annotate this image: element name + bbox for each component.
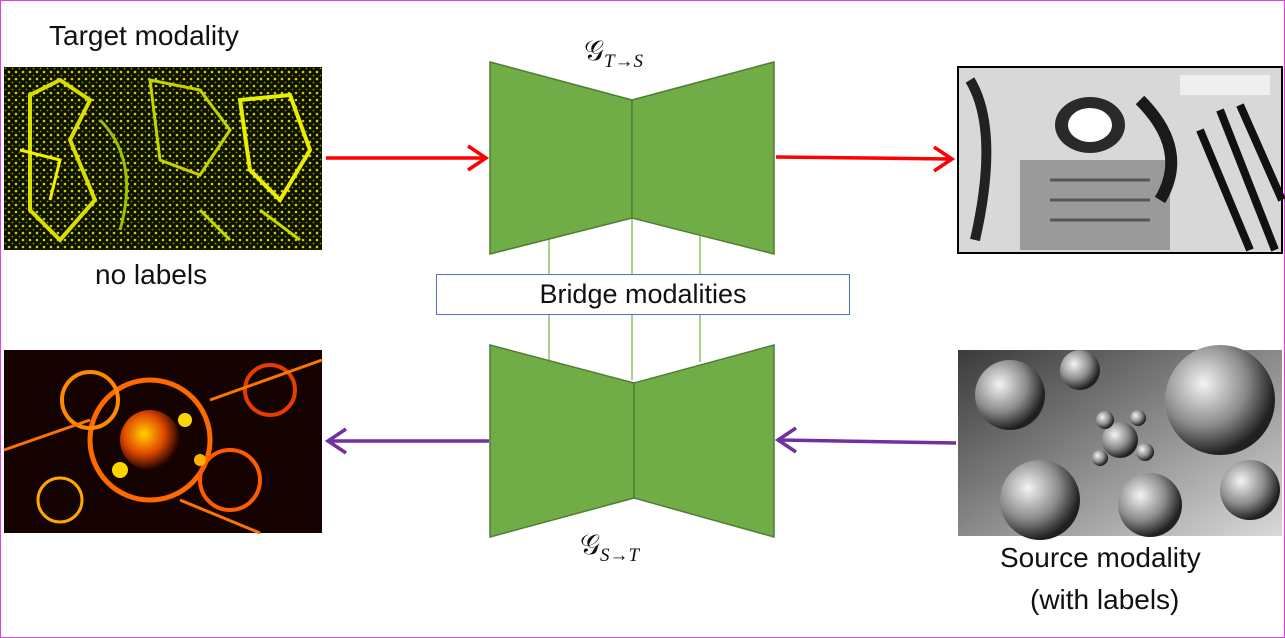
source-fractal-image — [958, 345, 1282, 540]
with-labels-label: (with labels) — [1030, 584, 1180, 615]
source-modality-label: Source modality — [1000, 542, 1201, 573]
arrow-generator-to-fractal-output — [324, 427, 489, 455]
translated-grayscale-image — [957, 66, 1285, 254]
generator-t-to-s — [489, 61, 775, 255]
generator-symbol: 𝒢 — [584, 36, 604, 67]
no-labels-label: no labels — [95, 259, 208, 290]
target-event-image — [4, 67, 322, 250]
generator-s-to-t — [489, 344, 775, 538]
generator-t-to-s-label: 𝒢T→S — [584, 36, 644, 72]
generator-symbol: 𝒢 — [580, 530, 600, 561]
target-modality-label: Target modality — [49, 20, 239, 51]
bridge-modalities-label: Bridge modalities — [539, 279, 747, 309]
generator-subscript: T→S — [603, 51, 644, 72]
generator-s-to-t-label: 𝒢S→T — [580, 530, 640, 566]
generator-subscript: S→T — [599, 545, 640, 566]
translated-fractal-image — [3, 350, 323, 535]
arrow-target-to-generator — [326, 144, 490, 172]
bridge-modalities-box: Bridge modalities — [436, 274, 850, 315]
arrow-source-to-generator — [774, 426, 957, 454]
arrow-generator-to-output — [775, 145, 956, 173]
